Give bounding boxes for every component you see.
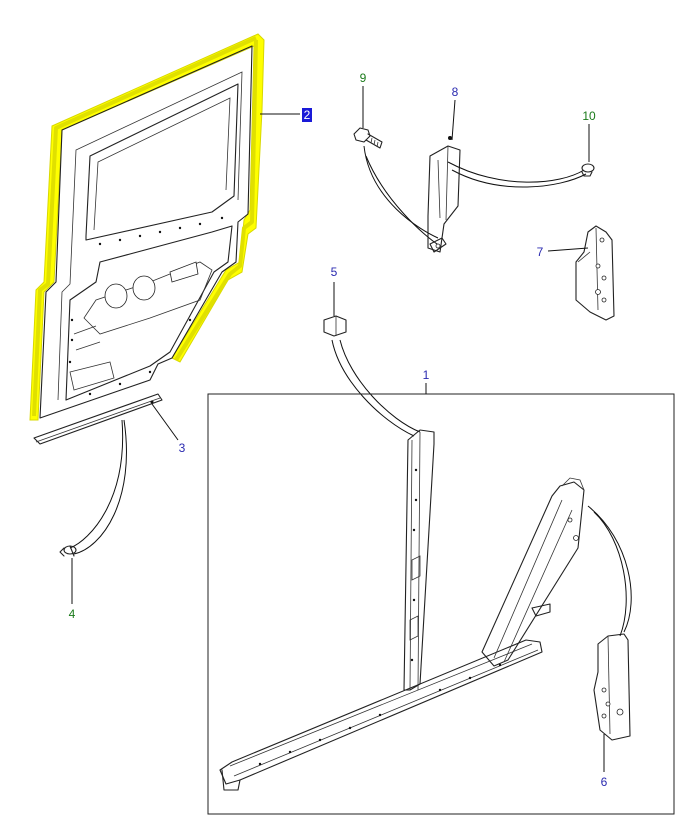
door-assembly [29,33,265,445]
callout-1-label: 1 [423,368,430,382]
callout-5[interactable]: 5 [331,265,338,316]
callout-9[interactable]: 9 [360,71,367,128]
callout-2-highlight-box [302,108,312,122]
callout-7-label: 7 [537,245,544,259]
part-5-shim [323,315,421,437]
part-4-fastener [59,419,127,557]
door-handle-recess [169,261,199,283]
callout-4[interactable]: 4 [69,558,76,621]
callout-8-label: 8 [452,85,459,99]
window-opening [85,83,239,241]
part-7-plate [575,225,615,321]
callout-3-label: 3 [179,441,186,455]
callout-4-label: 4 [69,607,76,621]
callout-10-label: 10 [582,109,596,123]
part-8-bracket [427,136,461,253]
part-10-clip [447,161,595,188]
part-6-bracket [587,505,632,741]
callout-1[interactable]: 1 [423,368,430,394]
callout-6[interactable]: 6 [601,734,608,789]
part-1-frame-box [207,393,675,815]
speaker-hole-right [132,275,156,301]
callout-6-label: 6 [601,775,608,789]
callout-9-label: 9 [360,71,367,85]
door-trim-panel [65,225,233,401]
door-fastener-dots [68,216,224,396]
speaker-hole-left [104,283,128,309]
callout-7[interactable]: 7 [537,245,589,259]
door-shell [39,45,253,419]
callout-8[interactable]: 8 [451,85,459,141]
door-seal-highlight[interactable] [29,33,265,421]
callout-2-label: 2 [304,108,311,122]
callout-5-label: 5 [331,265,338,279]
door-sill-strip [33,393,163,445]
callout-2[interactable]: 2 [260,108,312,122]
callout-10[interactable]: 10 [582,109,596,162]
callout-3[interactable]: 3 [151,403,186,455]
part-9-bolt [353,127,441,247]
body-frame [219,429,585,791]
